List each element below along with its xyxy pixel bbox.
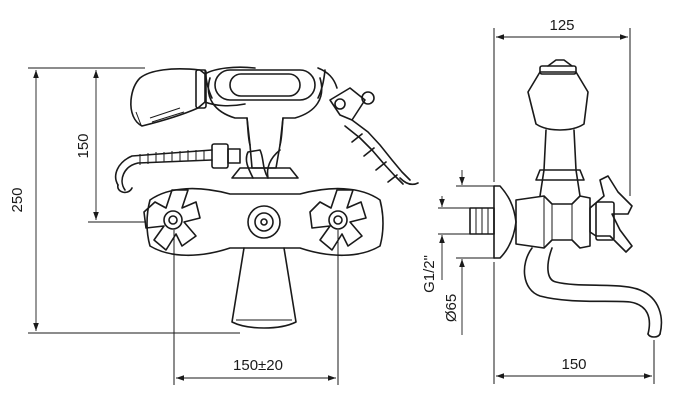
- left-cross-handle: [143, 189, 201, 251]
- hose-connector: [329, 87, 419, 186]
- side-body: [515, 195, 591, 249]
- dim-thread-label: G1/2": [421, 255, 438, 293]
- dim-150-vertical-label: 150: [75, 133, 92, 158]
- diverter-lever: [245, 149, 281, 179]
- side-bell: [527, 59, 589, 131]
- right-cross-handle: [309, 189, 367, 251]
- side-view: [469, 59, 663, 338]
- hand-shower: [130, 66, 256, 127]
- dim-diameter-label: Ø65: [443, 294, 460, 322]
- side-dimensions: 125 150 G1/2" Ø65: [421, 17, 655, 384]
- side-riser: [535, 129, 585, 197]
- wall-flange: [493, 185, 517, 259]
- dim-150-side-label: 150: [561, 356, 586, 373]
- shower-handle: [214, 67, 338, 101]
- mixer-body: [146, 187, 384, 257]
- dim-125-label: 125: [549, 17, 574, 34]
- dim-250-label: 250: [9, 187, 26, 212]
- front-dimensions: 250 150 150±20: [9, 67, 339, 385]
- side-cross-handle: [589, 175, 633, 253]
- front-view: [114, 66, 419, 329]
- side-spout: [523, 247, 663, 338]
- coiled-hose: [114, 143, 241, 194]
- front-spout: [231, 247, 297, 329]
- pipe-connector: [469, 207, 495, 235]
- dim-150-20-label: 150±20: [233, 357, 283, 374]
- shower-cradle: [204, 69, 326, 146]
